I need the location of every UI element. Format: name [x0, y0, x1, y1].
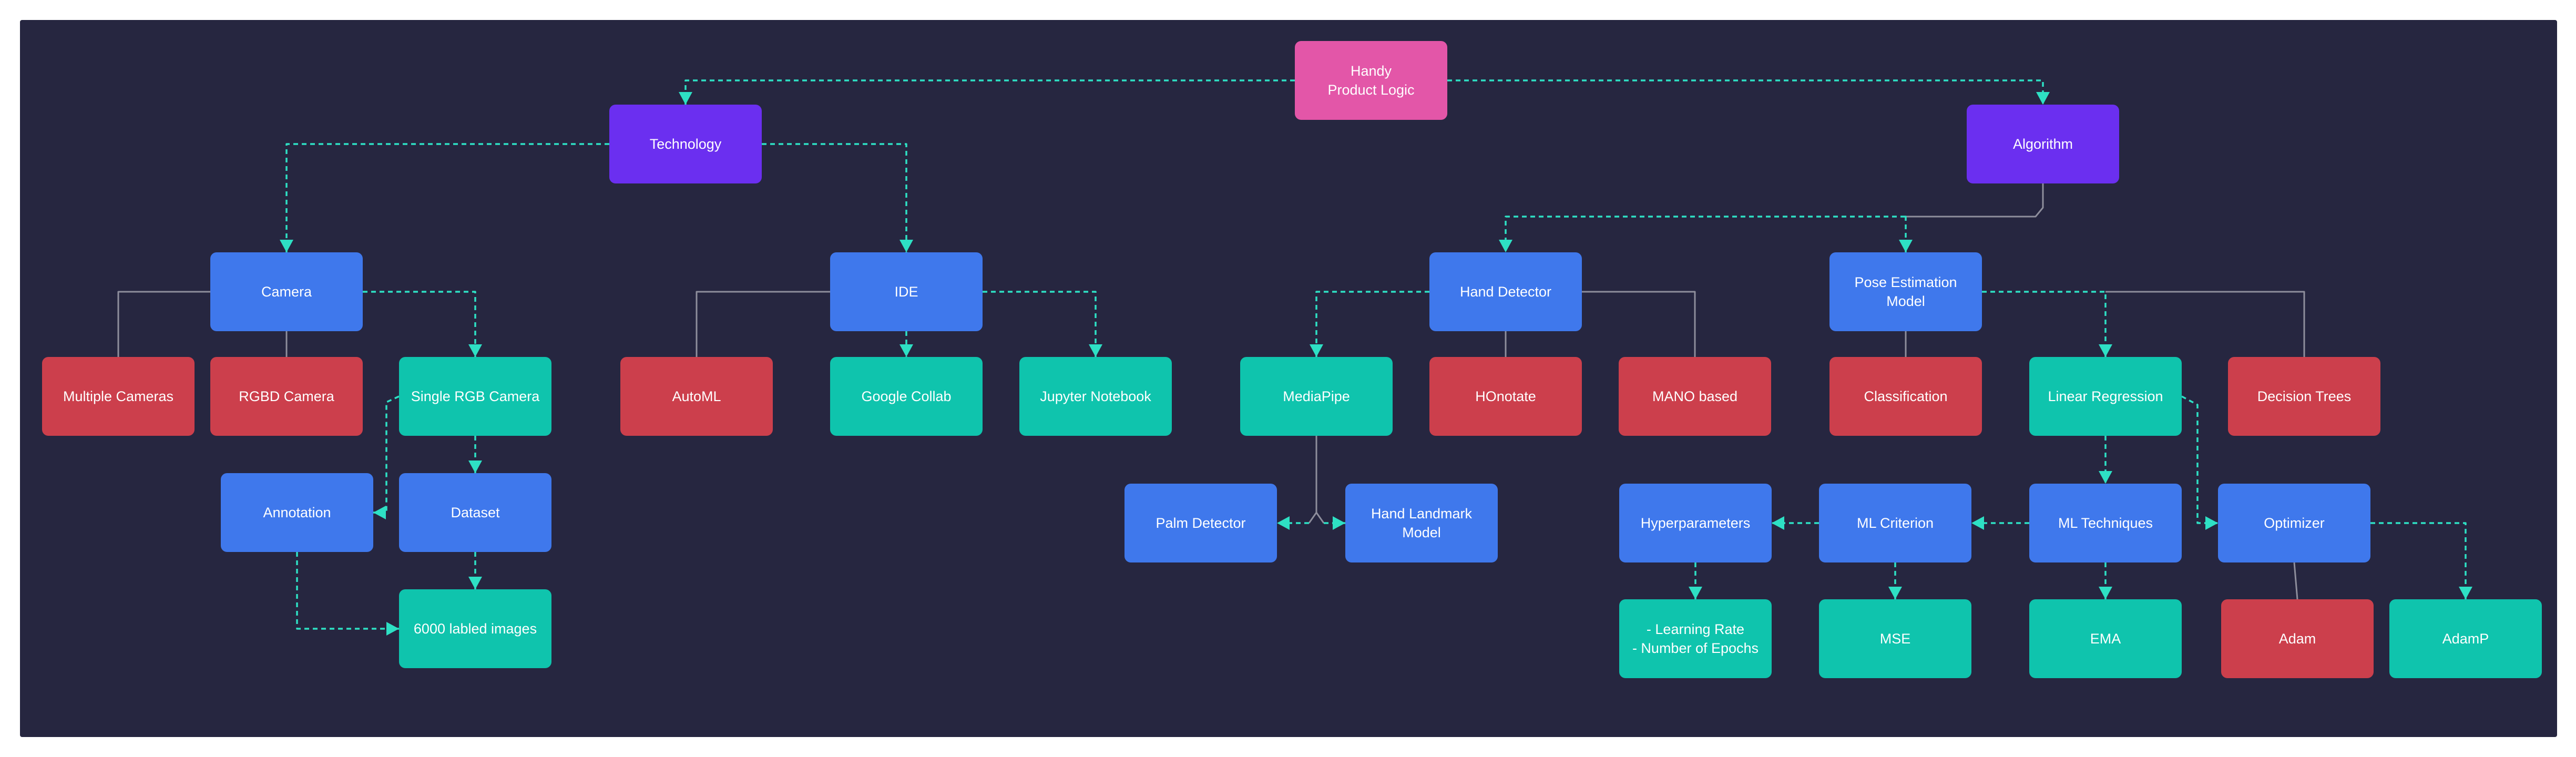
node-hand-landmark[interactable]: Hand Landmark Model — [1345, 484, 1498, 562]
node-labeled-images[interactable]: 6000 labled images — [399, 589, 551, 668]
node-ide[interactable]: IDE — [830, 252, 983, 331]
node-ml-techniques[interactable]: ML Techniques — [2029, 484, 2182, 562]
node-linear-regression[interactable]: Linear Regression — [2029, 357, 2182, 436]
node-pose-estimation[interactable]: Pose Estimation Model — [1829, 252, 1982, 331]
node-technology[interactable]: Technology — [609, 105, 762, 183]
node-jupyter-notebook[interactable]: Jupyter Notebook — [1019, 357, 1172, 436]
node-root[interactable]: Handy Product Logic — [1295, 41, 1447, 120]
node-google-collab[interactable]: Google Collab — [830, 357, 983, 436]
node-single-rgb-camera[interactable]: Single RGB Camera — [399, 357, 551, 436]
node-ema[interactable]: EMA — [2029, 599, 2182, 678]
node-learning-rate[interactable]: - Learning Rate - Number of Epochs — [1619, 599, 1772, 678]
node-adamp[interactable]: AdamP — [2389, 599, 2542, 678]
node-automl[interactable]: AutoML — [620, 357, 773, 436]
node-annotation[interactable]: Annotation — [221, 473, 373, 552]
node-mediapipe[interactable]: MediaPipe — [1240, 357, 1393, 436]
node-decision-trees[interactable]: Decision Trees — [2228, 357, 2380, 436]
node-hyperparameters[interactable]: Hyperparameters — [1619, 484, 1772, 562]
node-mano-based[interactable]: MANO based — [1619, 357, 1771, 436]
node-rgbd-camera[interactable]: RGBD Camera — [210, 357, 363, 436]
node-optimizer[interactable]: Optimizer — [2218, 484, 2370, 562]
node-multiple-cameras[interactable]: Multiple Cameras — [42, 357, 195, 436]
node-dataset[interactable]: Dataset — [399, 473, 551, 552]
node-honotate[interactable]: HOnotate — [1429, 357, 1582, 436]
node-adam[interactable]: Adam — [2221, 599, 2374, 678]
node-ml-criterion[interactable]: ML Criterion — [1819, 484, 1971, 562]
node-mse[interactable]: MSE — [1819, 599, 1971, 678]
node-algorithm[interactable]: Algorithm — [1967, 105, 2119, 183]
node-classification[interactable]: Classification — [1829, 357, 1982, 436]
node-palm-detector[interactable]: Palm Detector — [1125, 484, 1277, 562]
node-camera[interactable]: Camera — [210, 252, 363, 331]
node-hand-detector[interactable]: Hand Detector — [1429, 252, 1582, 331]
